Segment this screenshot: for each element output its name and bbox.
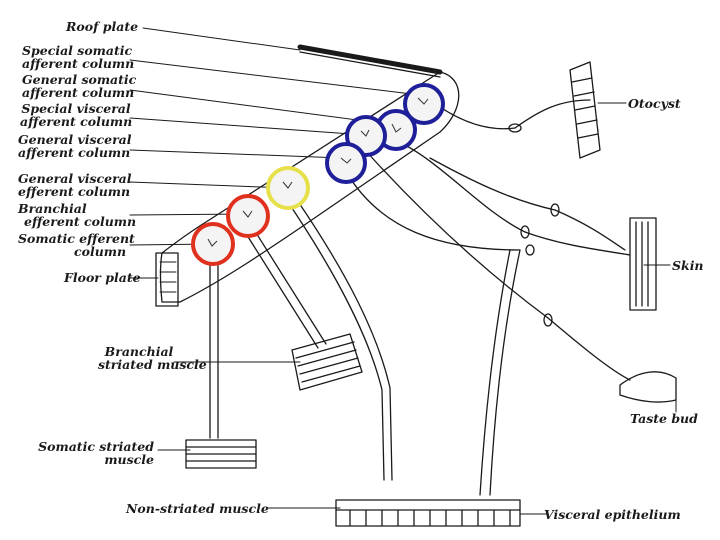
roof-plate-band (297, 44, 443, 78)
column-circles (191, 83, 445, 266)
be-circle (226, 194, 270, 238)
floor-plate-label: Floor plate (64, 270, 141, 285)
brainstem-outline (159, 71, 460, 303)
taste-bud-shape (619, 371, 677, 403)
visceral-epithelium-band (335, 499, 521, 527)
gva-circle (325, 142, 367, 184)
afferent-fibers (344, 99, 631, 496)
skin-label: Skin (672, 258, 704, 273)
skin-block (629, 217, 657, 311)
otocyst-label: Otocyst (628, 96, 681, 111)
nonstriated-label: Non-striated muscle (126, 501, 269, 516)
otocyst-epithelium (569, 61, 601, 159)
roof-plate-label: Roof plate (66, 19, 139, 34)
visceral-epithelium-label: Visceral epithelium (544, 507, 681, 522)
leader-lines (129, 27, 677, 515)
efferent-fibers (209, 199, 393, 481)
branchial-muscle-shape (291, 333, 363, 391)
taste-bud-label: Taste bud (630, 411, 698, 426)
ganglion-cells (508, 123, 560, 327)
floor-plate-block (155, 252, 179, 307)
se-circle (191, 222, 235, 266)
somatic-muscle-shape (185, 439, 257, 469)
